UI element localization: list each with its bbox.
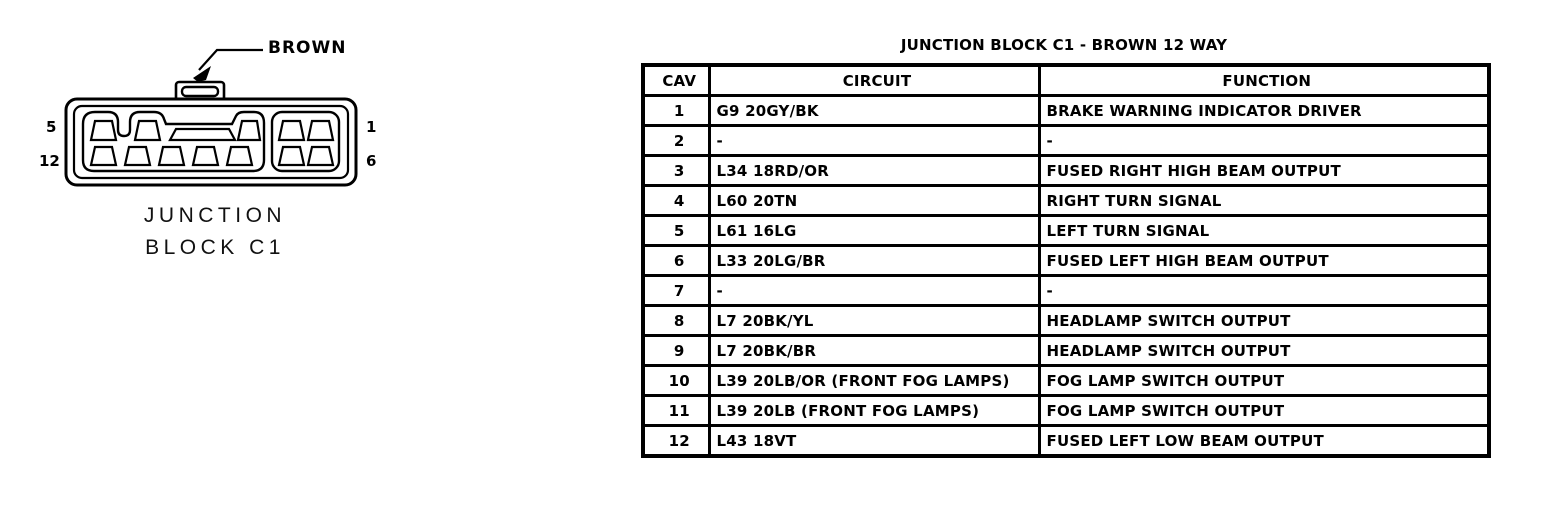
cell-circuit: L34 18RD/OR — [707, 154, 1041, 187]
cell-circuit: L39 20LB (FRONT FOG LAMPS) — [707, 394, 1041, 427]
cell-cav: 5 — [641, 214, 711, 247]
cell-circuit: G9 20GY/BK — [707, 94, 1041, 127]
connector-caption: JUNCTION BLOCK C1 — [0, 200, 430, 264]
cell-function: - — [1037, 274, 1491, 307]
cell-cav: 9 — [641, 334, 711, 367]
cell-cav: 1 — [641, 94, 711, 127]
column-header-cav: CAV — [641, 63, 711, 97]
cell-function: RIGHT TURN SIGNAL — [1037, 184, 1491, 217]
cell-cav: 6 — [641, 244, 711, 277]
cell-function: FOG LAMP SWITCH OUTPUT — [1037, 394, 1491, 427]
cavity-row-bottom-right — [277, 145, 335, 167]
cell-cav: 10 — [641, 364, 711, 397]
cell-function: FUSED LEFT LOW BEAM OUTPUT — [1037, 424, 1491, 458]
pinout-table-panel: JUNCTION BLOCK C1 - BROWN 12 WAY CAV CIR… — [641, 36, 1491, 458]
pin-number-bottom-left: 12 — [39, 152, 60, 170]
cell-function: - — [1037, 124, 1491, 157]
cell-function: FUSED LEFT HIGH BEAM OUTPUT — [1037, 244, 1491, 277]
connector-latch-tab — [174, 80, 226, 103]
cell-function: LEFT TURN SIGNAL — [1037, 214, 1491, 247]
cavity-row-top-right — [277, 119, 335, 142]
cell-circuit: L7 20BK/BR — [707, 334, 1041, 367]
cell-cav: 3 — [641, 154, 711, 187]
brown-color-label: BROWN — [268, 38, 347, 58]
cavity-row-top-left — [89, 119, 262, 142]
pin-number-top-left: 5 — [46, 118, 57, 136]
cell-function: HEADLAMP SWITCH OUTPUT — [1037, 304, 1491, 337]
connector-caption-line-2: BLOCK C1 — [145, 236, 285, 259]
cell-circuit: L7 20BK/YL — [707, 304, 1041, 337]
cell-function: BRAKE WARNING INDICATOR DRIVER — [1037, 94, 1491, 127]
cell-function: FOG LAMP SWITCH OUTPUT — [1037, 364, 1491, 397]
connector-diagram: BROWN 5 12 1 6 JUNCTION BLOCK C1 — [0, 0, 430, 300]
connector-drawing — [64, 48, 358, 187]
cell-circuit: L39 20LB/OR (FRONT FOG LAMPS) — [707, 364, 1041, 397]
pin-number-top-right: 1 — [366, 118, 377, 136]
column-header-function: FUNCTION — [1037, 63, 1491, 97]
table-header-row: CAV CIRCUIT FUNCTION — [641, 63, 1491, 97]
cell-cav: 2 — [641, 124, 711, 157]
pin-number-bottom-right: 6 — [366, 152, 377, 170]
cell-function: FUSED RIGHT HIGH BEAM OUTPUT — [1037, 154, 1491, 187]
cell-circuit: L43 18VT — [707, 424, 1041, 458]
cell-cav: 8 — [641, 304, 711, 337]
cell-cav: 7 — [641, 274, 711, 307]
cell-circuit: L33 20LG/BR — [707, 244, 1041, 277]
cell-function: HEADLAMP SWITCH OUTPUT — [1037, 334, 1491, 367]
table-row: 2-- — [641, 124, 1491, 157]
cell-circuit: L60 20TN — [707, 184, 1041, 217]
brown-arrowhead — [193, 66, 211, 82]
cell-circuit: L61 16LG — [707, 214, 1041, 247]
pinout-table-title: JUNCTION BLOCK C1 - BROWN 12 WAY — [900, 36, 1228, 54]
table-row: 7-- — [641, 274, 1491, 307]
connector-caption-line-1: JUNCTION — [143, 204, 287, 227]
cell-circuit: - — [707, 274, 1041, 307]
column-header-circuit: CIRCUIT — [707, 63, 1041, 97]
brown-leader-line — [193, 48, 263, 82]
cell-circuit: - — [707, 124, 1041, 157]
cavity-row-bottom-left — [89, 145, 254, 167]
cell-cav: 4 — [641, 184, 711, 217]
cell-cav: 11 — [641, 394, 711, 427]
cell-cav: 12 — [641, 424, 711, 458]
